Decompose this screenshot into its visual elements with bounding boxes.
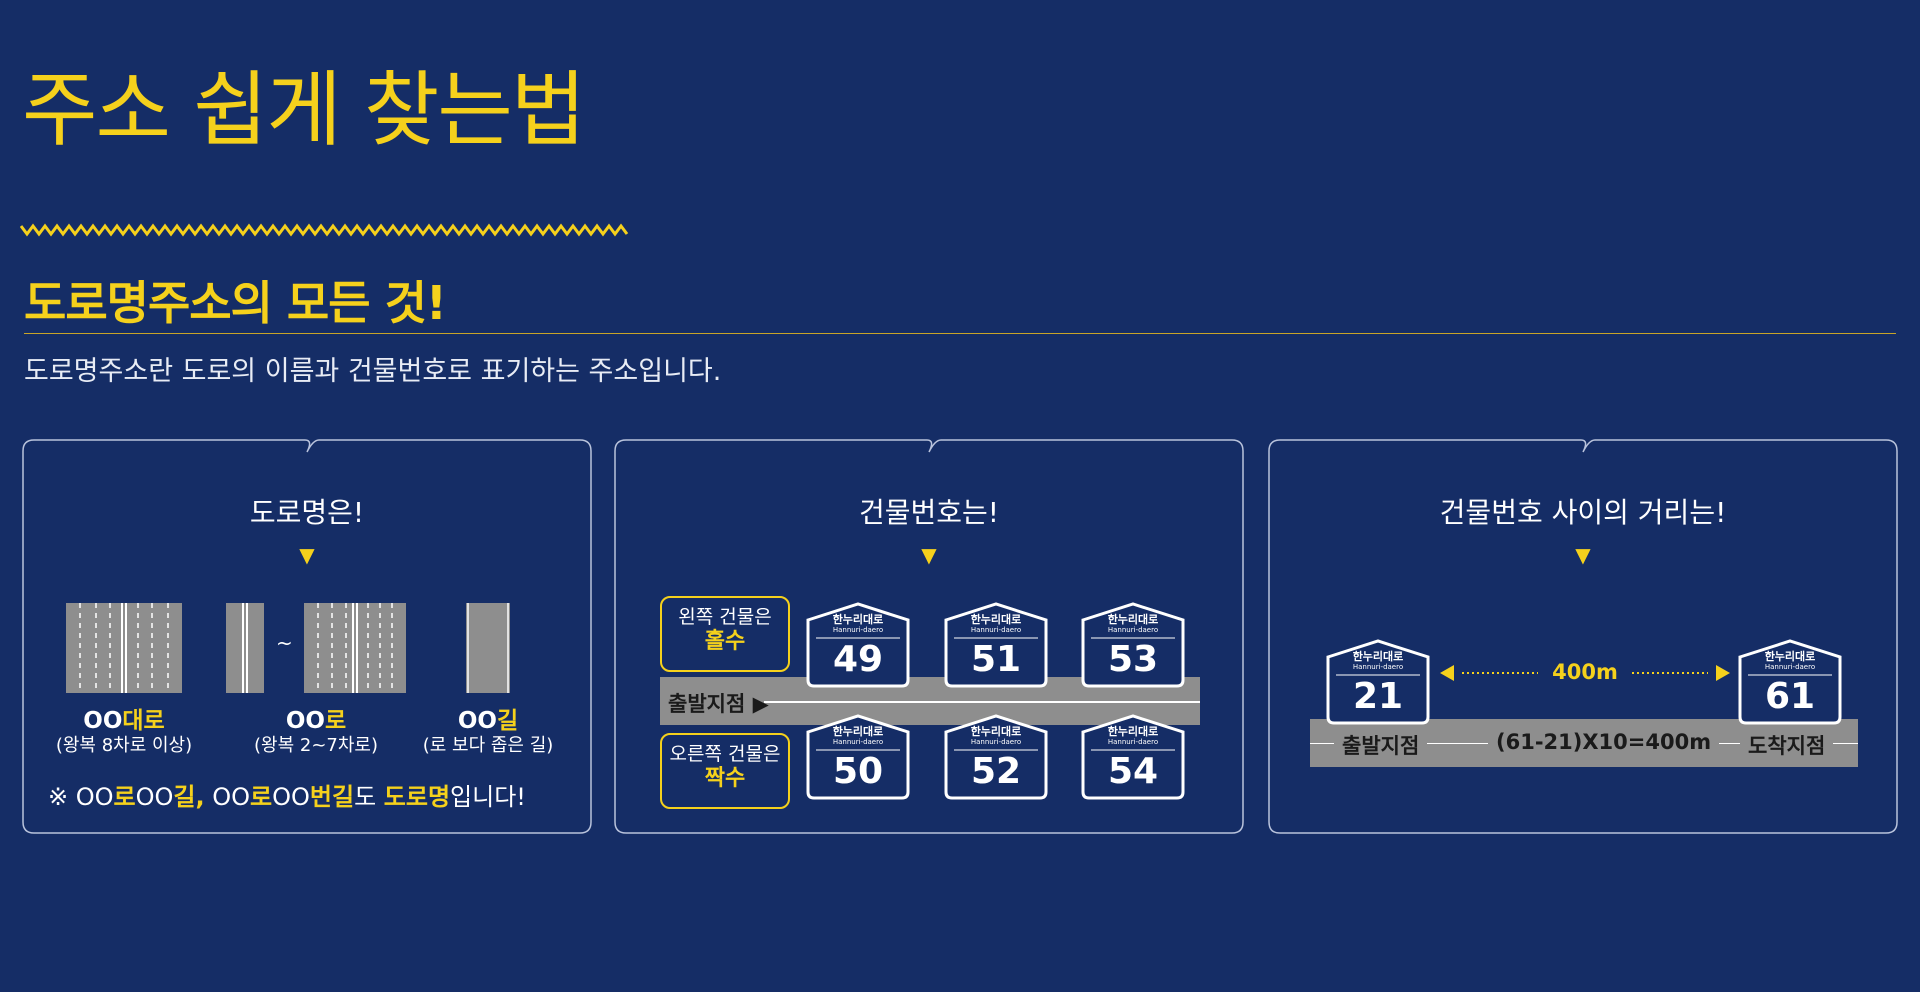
building-number-sign-start: 한누리대로 Hannuri-daero 21	[1326, 639, 1430, 725]
building-number-sign-end: 한누리대로 Hannuri-daero 61	[1738, 639, 1842, 725]
building-number-sign-odd: 한누리대로 Hannuri-daero 51	[944, 602, 1048, 688]
building-number-sign-even: 한누리대로 Hannuri-daero 54	[1081, 714, 1185, 800]
start-point-label: 출발지점 ▶	[668, 692, 769, 716]
tilde: ~	[276, 631, 293, 655]
page-title: 주소 쉽게 찾는법	[22, 63, 586, 158]
panel-frame	[614, 439, 1244, 834]
right-building-tag: 오른쪽 건물은 짝수	[660, 733, 790, 809]
narrow-road-image	[466, 603, 510, 693]
road-type-desc: (왕복 8차로 이상)	[55, 735, 193, 756]
title-underline	[24, 333, 1896, 334]
distance-value: 400m	[1552, 660, 1618, 684]
down-triangle-icon: ▼	[921, 543, 937, 567]
section-title: 도로명주소의 모든 것!	[24, 276, 447, 330]
down-triangle-icon: ▼	[1575, 543, 1591, 567]
down-triangle-icon: ▼	[299, 543, 315, 567]
start-point-label: 출발지점	[1334, 730, 1428, 760]
left-building-tag: 왼쪽 건물은 홀수	[660, 596, 790, 672]
wide-road-image	[66, 603, 182, 693]
distance-arrow	[1440, 665, 1730, 681]
road-name-panel: 도로명은! ▼ ~	[22, 439, 592, 834]
building-distance-panel: 건물번호 사이의 거리는! ▼ 출발지점 (61-21)X10=400m 도착지…	[1268, 439, 1898, 834]
road-type-desc: (로 보다 좁은 길)	[422, 735, 554, 756]
road-type-label: OO대로	[83, 708, 165, 734]
road-type-label: OO길	[457, 708, 519, 734]
seven-lane-road-image	[304, 603, 406, 693]
building-number-sign-even: 한누리대로 Hannuri-daero 50	[806, 714, 910, 800]
building-number-sign-odd: 한누리대로 Hannuri-daero 53	[1081, 602, 1185, 688]
road-name-note: ※ OO로OO길, OO로OO번길도 도로명입니다!	[48, 783, 526, 811]
end-point-label: 도착지점	[1740, 730, 1834, 760]
panel-frame	[1268, 439, 1898, 834]
two-lane-road-image	[226, 603, 264, 693]
description-text: 도로명주소란 도로의 이름과 건물번호로 표기하는 주소입니다.	[24, 356, 722, 387]
panel-title: 도로명은!	[249, 496, 365, 529]
road-type-label: OO로	[285, 708, 347, 734]
distance-formula: (61-21)X10=400m	[1488, 730, 1720, 754]
building-number-sign-even: 한누리대로 Hannuri-daero 52	[944, 714, 1048, 800]
zigzag-divider	[20, 223, 629, 237]
panel-frame	[22, 439, 592, 834]
road-centerline	[764, 701, 1200, 703]
building-number-sign-odd: 한누리대로 Hannuri-daero 49	[806, 602, 910, 688]
building-number-panel: 건물번호는! ▼ 출발지점 ▶ 왼쪽 건물은 홀수 오른쪽 건물은 짝수 한누리…	[614, 439, 1244, 834]
panel-title: 건물번호는!	[858, 496, 1000, 529]
road-type-desc: (왕복 2~7차로)	[254, 735, 378, 756]
panel-title: 건물번호 사이의 거리는!	[1439, 496, 1727, 529]
